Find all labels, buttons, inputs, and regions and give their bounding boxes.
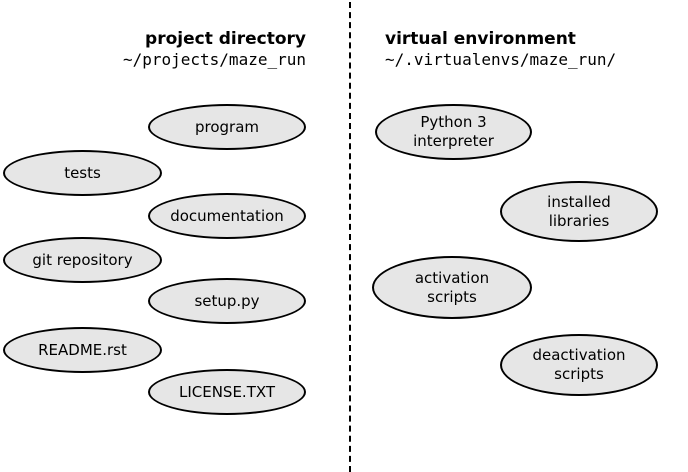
item-activation-scripts: activation scripts [372, 256, 532, 319]
item-label: git repository [32, 250, 133, 269]
item-label-line: libraries [548, 211, 610, 230]
item-label: program [194, 117, 260, 136]
item-label-line: interpreter [413, 132, 494, 150]
item-tests: tests [3, 150, 162, 196]
item-label-line: Python 3 [420, 113, 487, 131]
item-deactivation-scripts: deactivation scripts [500, 334, 658, 396]
item-label-line: installed [547, 192, 611, 211]
item-label-line: activation [414, 268, 490, 287]
item-python-interpreter: Python 3 interpreter [375, 104, 532, 160]
item-git-repository: git repository [3, 237, 162, 283]
item-text: Python 3 interpreter [413, 113, 494, 151]
item-label: README.rst [38, 340, 127, 359]
item-text: activation scripts [415, 269, 489, 307]
item-label: LICENSE.TXT [178, 382, 276, 401]
item-program: program [148, 104, 306, 150]
item-label-line: deactivation [532, 346, 626, 364]
project-directory-path: ~/projects/maze_run [122, 50, 306, 69]
item-documentation: documentation [148, 193, 306, 239]
item-text: installed libraries [547, 193, 611, 231]
item-readme: README.rst [3, 327, 162, 373]
item-text: deactivation scripts [532, 346, 625, 384]
virtual-environment-path: ~/.virtualenvs/maze_run/ [385, 50, 617, 69]
project-directory-title: project directory [145, 29, 306, 49]
item-label-line: scripts [554, 365, 604, 383]
item-setup-py: setup.py [148, 278, 306, 324]
item-label: setup.py [194, 291, 260, 310]
item-license: LICENSE.TXT [148, 369, 306, 415]
item-label: documentation [170, 206, 284, 225]
item-installed-libraries: installed libraries [500, 181, 658, 242]
virtual-environment-title: virtual environment [385, 29, 576, 49]
dashed-divider [349, 2, 351, 472]
item-label: tests [64, 163, 101, 182]
item-label-line: scripts [427, 287, 477, 306]
